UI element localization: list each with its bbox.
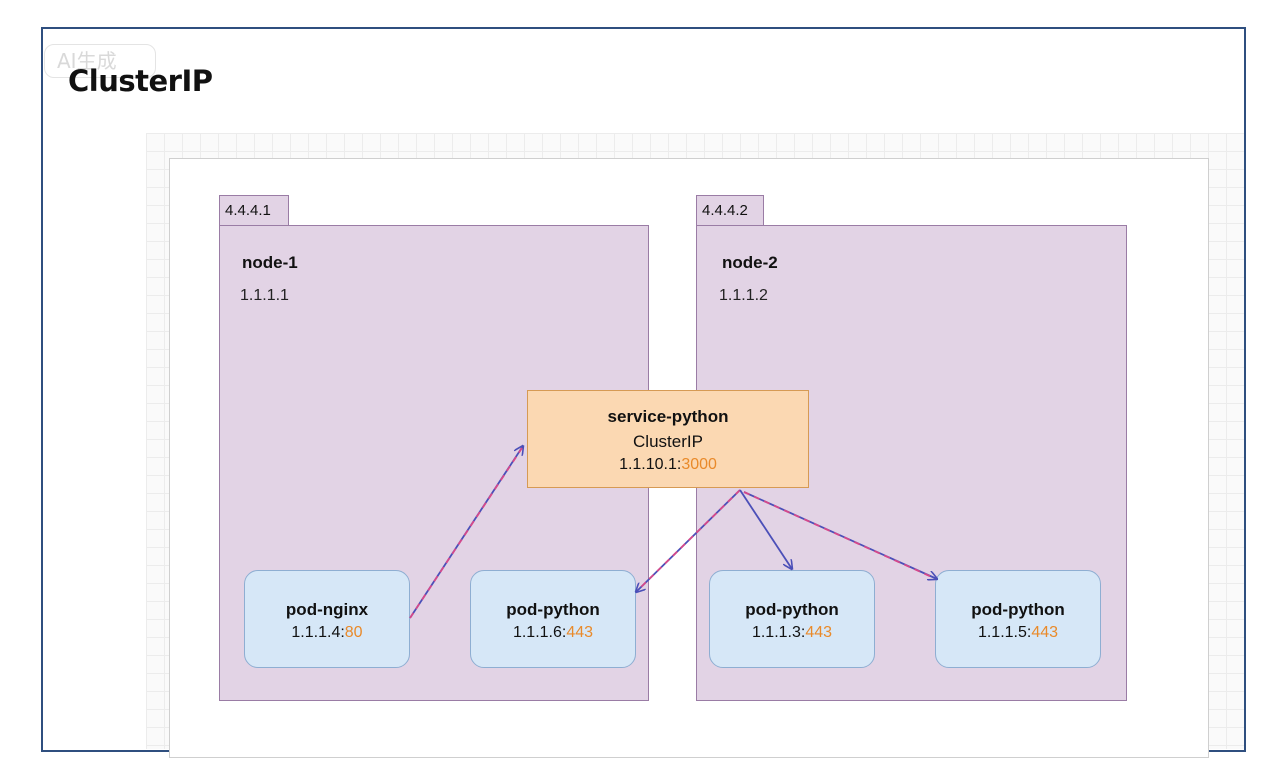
pod-port: 443 — [805, 624, 833, 641]
arrow-nginx-to-service — [409, 446, 523, 619]
pod-ip: 1.1.1.6: — [512, 624, 567, 641]
node-2-name: node-2 — [722, 253, 778, 272]
ai-generated-badge: AI生成 — [44, 44, 156, 78]
page-title: ClusterIP — [68, 64, 213, 98]
pod-port: 443 — [566, 624, 594, 641]
pod-name: pod-python — [971, 600, 1065, 619]
pod-python-box-node-2a: pod-python 1.1.1.3:443 — [709, 570, 875, 668]
arrow-service-to-pod-1-1-1-5 — [743, 491, 937, 579]
arrow-service-to-pod-1-1-1-3 — [739, 489, 792, 569]
pod-ip: 1.1.1.5: — [977, 624, 1032, 641]
node-1-ip: 1.1.1.1 — [240, 287, 289, 304]
pod-port: 443 — [1031, 624, 1059, 641]
pod-address: 1.1.1.6:443 — [471, 624, 635, 642]
pod-ip: 1.1.1.3: — [751, 624, 806, 641]
pod-name: pod-python — [506, 600, 600, 619]
service-type: ClusterIP — [633, 432, 703, 451]
service-python-box: service-python ClusterIP 1.1.10.1:3000 — [527, 390, 809, 488]
pod-nginx-box: pod-nginx 1.1.1.4:80 — [244, 570, 410, 668]
service-port: 3000 — [681, 456, 717, 473]
pod-address: 1.1.1.3:443 — [710, 624, 874, 642]
node-2-host-ip-tab: 4.4.4.2 — [696, 195, 764, 226]
arrow-service-to-pod-1-1-1-6 — [636, 489, 741, 592]
pod-port: 80 — [344, 624, 363, 641]
service-address: 1.1.10.1:3000 — [528, 456, 808, 474]
node-1-host-ip-tab: 4.4.4.1 — [219, 195, 289, 226]
node-1-name: node-1 — [242, 253, 298, 272]
pod-python-box-node-1: pod-python 1.1.1.6:443 — [470, 570, 636, 668]
service-name: service-python — [607, 407, 729, 426]
node-2-ip: 1.1.1.2 — [719, 287, 768, 304]
pod-python-box-node-2b: pod-python 1.1.1.5:443 — [935, 570, 1101, 668]
pod-address: 1.1.1.5:443 — [936, 624, 1100, 642]
pod-name: pod-python — [745, 600, 839, 619]
pod-address: 1.1.1.4:80 — [245, 624, 409, 642]
pod-ip: 1.1.1.4: — [291, 624, 345, 641]
pod-name: pod-nginx — [285, 600, 369, 619]
service-ip: 1.1.10.1: — [619, 456, 682, 473]
